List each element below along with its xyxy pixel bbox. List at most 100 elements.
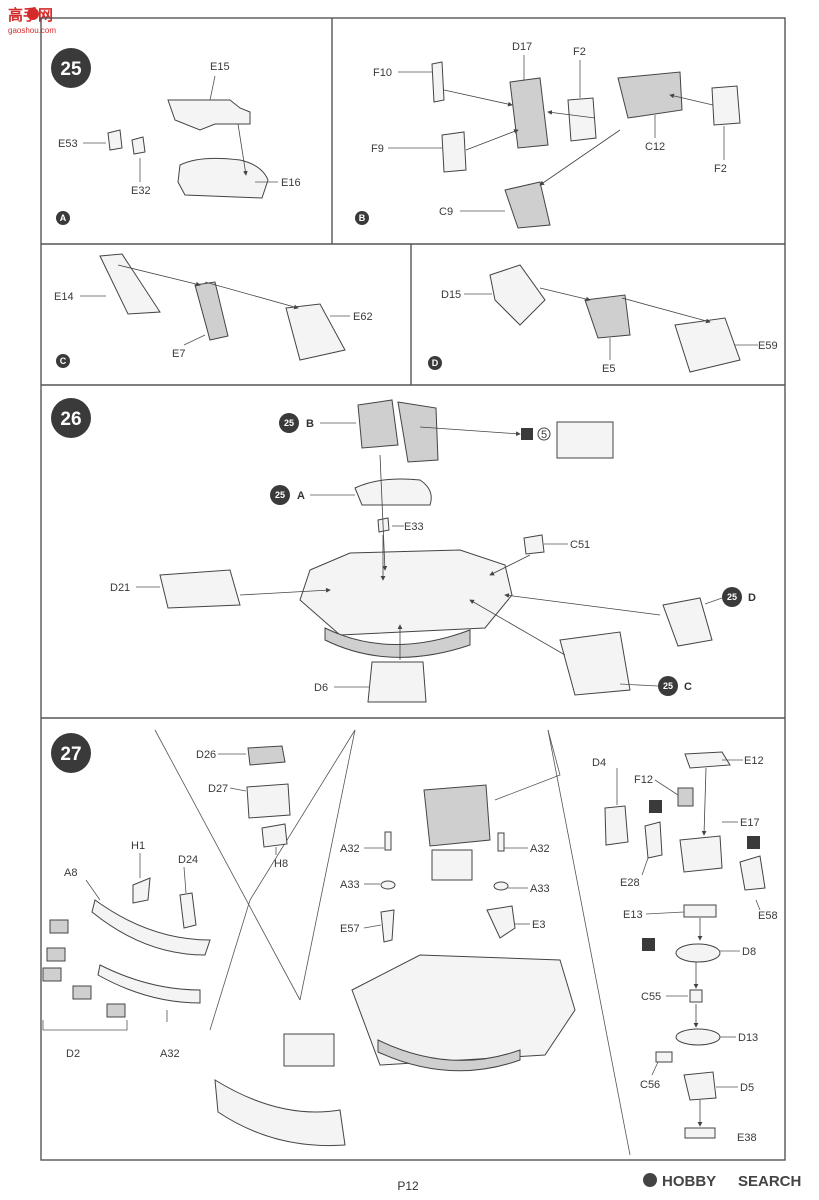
outer-border xyxy=(40,17,786,1161)
part-label: F2 xyxy=(573,46,586,58)
part-f10 xyxy=(431,61,445,103)
step-number-badge xyxy=(51,733,91,773)
part-d26 xyxy=(247,745,286,766)
part-label: E17 xyxy=(740,817,760,829)
part-f2 xyxy=(711,85,741,126)
subassembly-tag-badge xyxy=(56,354,70,368)
ref-letter: D xyxy=(748,592,756,604)
subassembly-c: E14 E7 E62 C xyxy=(54,253,373,368)
step-number: 27 xyxy=(60,744,81,765)
part-label: D4 xyxy=(592,757,606,769)
part-label: D5 xyxy=(740,1082,754,1094)
credit-icon xyxy=(643,1173,657,1187)
ref-number: 25 xyxy=(727,592,737,602)
subassembly-b-part xyxy=(357,399,399,449)
turret-ring xyxy=(324,627,471,658)
ref-number: 25 xyxy=(275,490,285,500)
subassembly-tag: C xyxy=(60,356,67,366)
part-label: D24 xyxy=(178,854,198,866)
part-label: F12 xyxy=(634,774,653,786)
subassembly-tag: B xyxy=(359,213,366,223)
ref-badge xyxy=(279,413,299,433)
part-label: H8 xyxy=(274,858,288,870)
turret-body xyxy=(351,954,576,1066)
credit-hobby: HOBBY xyxy=(662,1173,716,1190)
part-e13 xyxy=(683,904,717,918)
rack-detail xyxy=(214,1079,346,1147)
part-d27 xyxy=(246,783,291,819)
step-number: 25 xyxy=(60,59,82,80)
cut-icon xyxy=(642,800,760,951)
ref-number: 25 xyxy=(284,418,294,428)
part-label: E16 xyxy=(281,177,301,189)
part-d17 xyxy=(509,77,549,149)
subassembly-b-part xyxy=(397,401,439,463)
part-d21 xyxy=(159,569,241,609)
page-frame xyxy=(40,17,786,1161)
part-label: E53 xyxy=(58,138,78,150)
part-label: E5 xyxy=(602,363,615,375)
part-label: D21 xyxy=(110,582,130,594)
part-label: E14 xyxy=(54,291,74,303)
part-label: E12 xyxy=(744,755,764,767)
part-e28 xyxy=(644,821,663,859)
part-label: E58 xyxy=(758,910,778,922)
part-f9 xyxy=(441,131,467,173)
part-e53 xyxy=(107,129,123,151)
part-label: H1 xyxy=(131,840,145,852)
part-label: D15 xyxy=(441,289,461,301)
part-d15 xyxy=(489,264,546,326)
callout-line xyxy=(154,729,301,1001)
credit-search: SEARCH xyxy=(738,1173,801,1190)
part-e16 xyxy=(177,157,269,199)
part-a8 xyxy=(46,947,66,962)
part-d6 xyxy=(367,661,427,703)
ref-badge xyxy=(658,676,678,696)
part-e38 xyxy=(684,1127,716,1139)
part-e12 xyxy=(684,751,731,769)
bracket xyxy=(42,1020,128,1031)
watermark-logo: 高手网 xyxy=(8,6,53,24)
part-e57 xyxy=(380,909,395,943)
cut-icon xyxy=(649,800,662,813)
part-label: A8 xyxy=(64,867,77,879)
part-label: E57 xyxy=(340,923,360,935)
part-c56 xyxy=(655,1051,673,1063)
part-label: D27 xyxy=(208,783,228,795)
part-label: D8 xyxy=(742,946,756,958)
part-h1 xyxy=(179,892,197,929)
part-e15 xyxy=(167,99,251,131)
decal-sheet xyxy=(556,421,614,459)
decal-icon xyxy=(521,428,533,440)
part-e17 xyxy=(679,835,723,873)
part-label: F2 xyxy=(714,163,727,175)
part-label: C56 xyxy=(640,1079,660,1091)
part-label: E3 xyxy=(532,919,545,931)
part-d13 xyxy=(675,1028,721,1046)
part-label: E13 xyxy=(623,909,643,921)
ref-letter: B xyxy=(306,418,314,430)
part-e32 xyxy=(131,136,146,155)
part-a33 xyxy=(380,880,396,890)
part-d8 xyxy=(675,943,721,963)
part-label: C12 xyxy=(645,141,665,153)
part-a8 xyxy=(42,919,126,1018)
subassembly-c-part xyxy=(559,631,631,696)
part-a8 xyxy=(72,985,92,1000)
part-label: D17 xyxy=(512,41,532,53)
turret-stack xyxy=(431,849,473,881)
part-c51 xyxy=(523,534,545,555)
part-e50 xyxy=(132,877,151,904)
part-label: F10 xyxy=(373,67,392,79)
part-label: D13 xyxy=(738,1032,758,1044)
decal-number: 5 xyxy=(541,429,547,441)
part-a33 xyxy=(493,881,509,891)
subassembly-tag-badge xyxy=(355,211,369,225)
watermark-url: gaoshou.com xyxy=(8,26,56,35)
part-a32 xyxy=(384,831,392,851)
part-label: D26 xyxy=(196,749,216,761)
cut-icon xyxy=(747,836,760,849)
part-d4 xyxy=(604,805,629,846)
part-label: D6 xyxy=(314,682,328,694)
